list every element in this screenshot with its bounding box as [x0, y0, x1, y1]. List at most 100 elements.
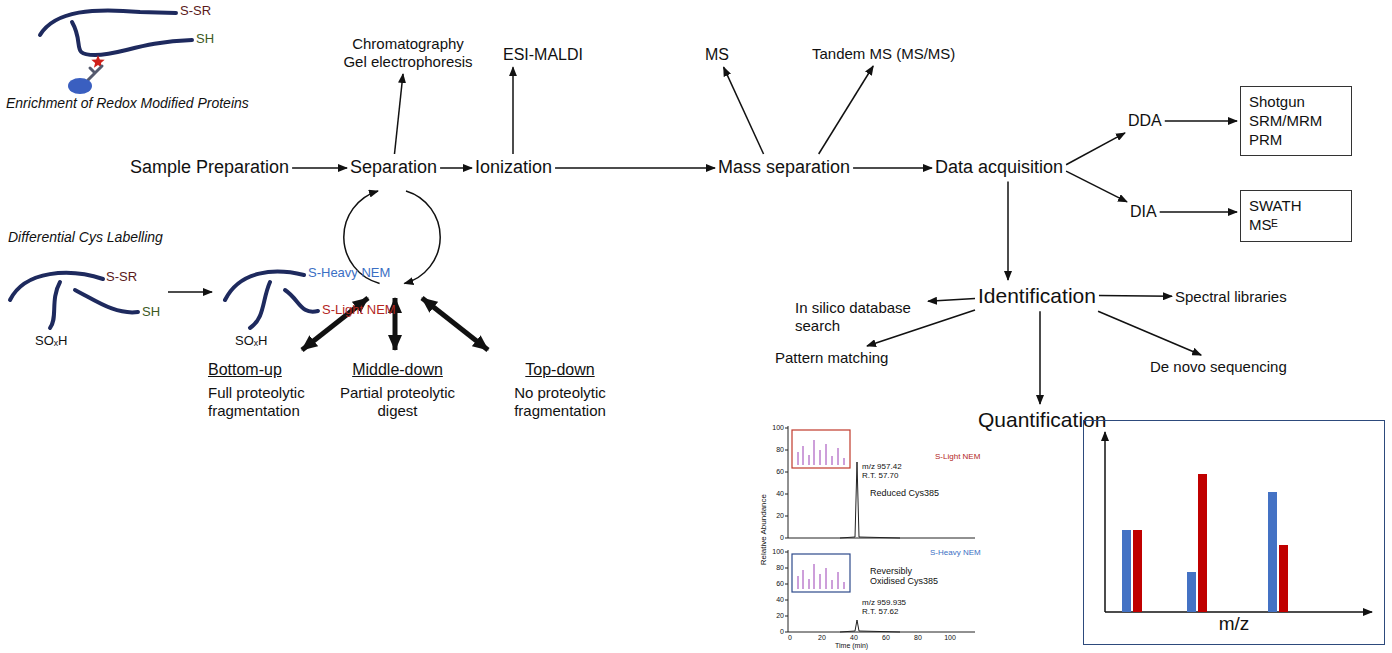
node-text: Tandem MS (MS/MS) — [812, 45, 955, 63]
node-text: Sample Preparation — [130, 157, 289, 179]
caption-label: Enrichment of Redox Modified Proteins — [6, 95, 249, 111]
cycle-arrow — [404, 191, 440, 283]
peak-label: m/z 957.42 — [862, 462, 902, 471]
step-label: Spectral libraries — [1175, 288, 1287, 306]
bar — [1122, 530, 1131, 612]
node-text: Shotgun SRM/MRM PRM — [1249, 93, 1343, 149]
strategy-block: Top-down No proteolytic fragmentation — [495, 360, 625, 420]
spectrum-inset — [792, 554, 850, 592]
axis-tick: 100 — [943, 634, 957, 642]
node-text: Chromatography Gel electrophoresis — [340, 35, 476, 71]
flow-arrow — [1066, 133, 1125, 165]
flow-arrow — [1039, 311, 1041, 404]
axis-tick: 100 — [770, 548, 784, 556]
flow-arrow — [1165, 120, 1237, 122]
group-label: S-SR — [106, 270, 137, 285]
flow-arrow — [1099, 295, 1172, 297]
protein-chain — [72, 22, 192, 55]
axis-tick: 40 — [847, 634, 861, 642]
strategy-block: Bottom-upFull proteolytic fragmentation — [208, 360, 333, 420]
protein-chain — [75, 290, 138, 312]
axis-tick: 40 — [770, 490, 784, 498]
bar — [1268, 492, 1277, 612]
step-label: Pattern matching — [775, 349, 888, 367]
strategy-heading: Top-down — [495, 360, 625, 379]
strategy-heading: Bottom-up — [208, 360, 333, 379]
node-text: Separation — [350, 157, 437, 179]
protein-chain — [40, 10, 176, 35]
protein-chain — [10, 10, 318, 328]
node-text: m/z — [1084, 613, 1384, 636]
flow-arrow — [819, 66, 874, 154]
flow-arrow — [1007, 182, 1009, 280]
axis-tick: 40 — [770, 596, 784, 604]
node-text: Data acquisition — [935, 157, 1063, 179]
node-text: No proteolytic fragmentation — [495, 384, 625, 420]
axis-tick: 20 — [815, 634, 829, 642]
group-label: SOₓH — [35, 334, 67, 349]
step-label: Identification — [978, 283, 1096, 308]
method-box: Shotgun SRM/MRM PRM — [1240, 86, 1352, 156]
caption-label: Differential Cys Labelling — [8, 229, 163, 245]
node-text: Mass separation — [718, 157, 850, 179]
antibody-symbol — [88, 66, 102, 80]
flow-arrow — [1098, 311, 1201, 355]
step-label: Chromatography Gel electrophoresis — [340, 35, 476, 71]
node-text: Partial proteolytic digest — [335, 384, 460, 420]
axis-ticks — [785, 428, 788, 632]
flow-arrow — [853, 167, 932, 169]
group-label: S-SR — [180, 4, 211, 19]
group-label: SH — [196, 32, 214, 47]
step-label: Data acquisition — [935, 157, 1063, 179]
peak-label: S-Heavy NEM — [930, 548, 981, 557]
axis-tick: 80 — [911, 634, 925, 642]
bar — [1279, 545, 1288, 612]
bar-chart — [1105, 432, 1372, 612]
peak-label: m/z 959.935 — [862, 598, 906, 607]
spectrum-lines — [798, 564, 844, 589]
peak-label: R.T. 57.70 — [862, 471, 898, 480]
axis-tick: 100 — [770, 424, 784, 432]
flow-arrow — [1160, 211, 1237, 213]
step-label: Sample Preparation — [130, 157, 289, 179]
peak-label: Reversibly Oxidised Cys385 — [870, 566, 942, 587]
group-label: S-Heavy NEM — [308, 266, 390, 281]
node-text: In silico database search — [795, 299, 925, 335]
group-label: SH — [142, 305, 160, 320]
bar — [1133, 530, 1142, 612]
node-text: ESI-MALDI — [503, 45, 583, 64]
peak-label: R.T. 57.62 — [862, 607, 898, 616]
flow-arrow — [440, 167, 472, 169]
axis-title: Relative Abundance — [759, 480, 768, 580]
axis-tick: 0 — [770, 628, 784, 636]
peak-label: S-Light NEM — [935, 452, 980, 461]
step-label: Tandem MS (MS/MS) — [812, 45, 955, 63]
step-label: In silico database search — [795, 299, 925, 335]
bead-symbol — [68, 78, 92, 94]
flow-arrow — [555, 167, 715, 169]
flow-arrow — [292, 167, 347, 169]
axis-tick: 80 — [770, 446, 784, 454]
axis-tick: 60 — [770, 580, 784, 588]
chromatogram-peak — [840, 462, 900, 538]
axis-tick: 80 — [770, 564, 784, 572]
step-label: MS — [705, 45, 729, 64]
flow-arrow — [1066, 171, 1127, 202]
node-text: Ionization — [475, 157, 552, 179]
node-text: DIA — [1130, 202, 1157, 221]
node-text: DDA — [1128, 111, 1162, 130]
thick-arrow — [422, 298, 488, 350]
axis-tick: 0 — [783, 634, 797, 642]
strategy-heading: Middle-down — [335, 360, 460, 379]
chart-axis — [1105, 611, 1372, 613]
chart-axis — [1104, 432, 1106, 612]
spectrum-lines — [798, 440, 844, 465]
peak-label: Reduced Cys385 — [870, 488, 939, 498]
step-label: Mass separation — [718, 157, 850, 179]
node-text: Full proteolytic fragmentation — [208, 384, 333, 420]
chromatogram-peak — [840, 620, 900, 632]
step-label: ESI-MALDI — [503, 45, 583, 64]
axis-tick: 0 — [770, 534, 784, 542]
axis-tick: 20 — [770, 612, 784, 620]
protein-chain — [285, 290, 318, 312]
